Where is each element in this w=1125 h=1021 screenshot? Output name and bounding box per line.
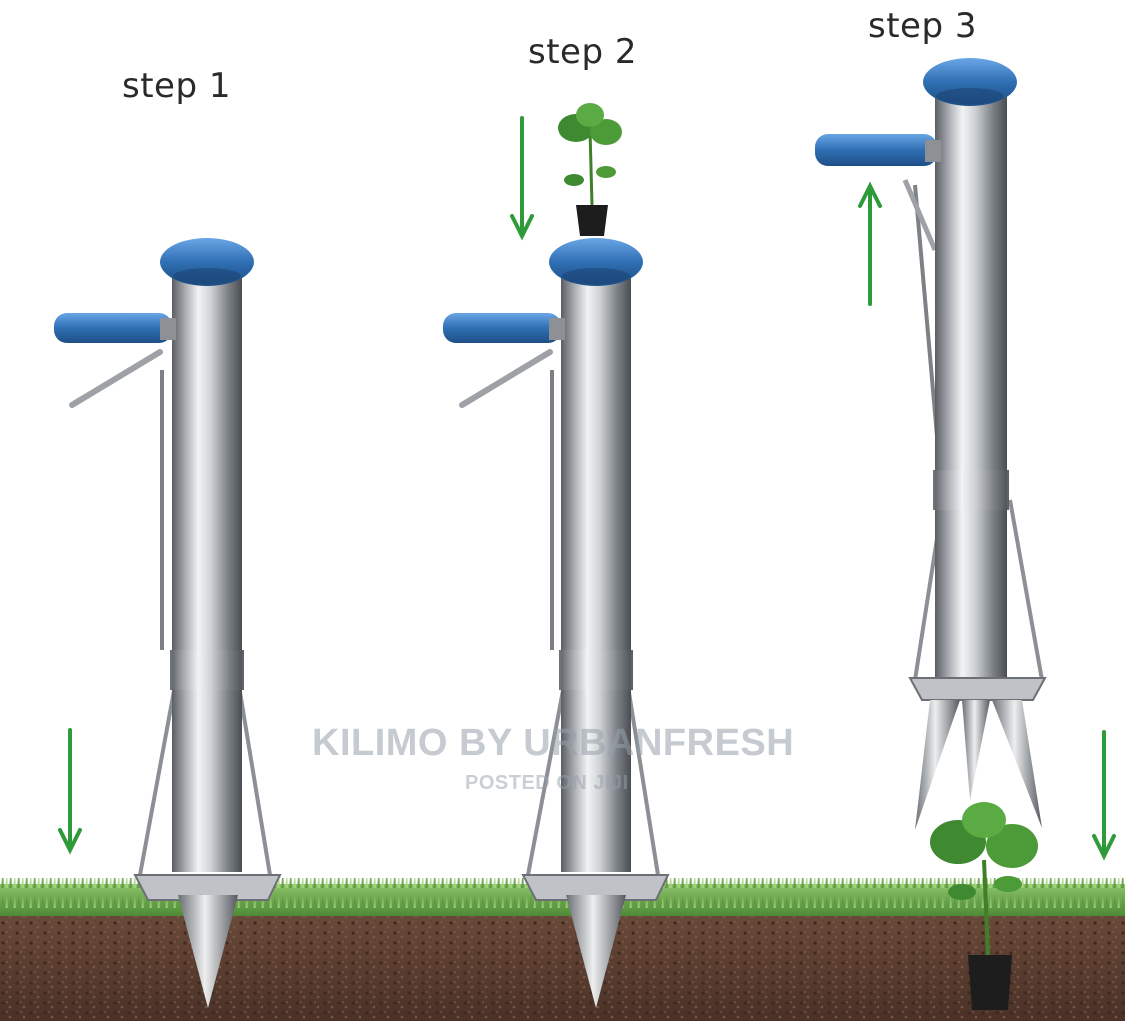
seedling-leaf bbox=[948, 884, 976, 900]
side-rod bbox=[526, 679, 567, 876]
handle-grip bbox=[54, 313, 172, 343]
planted-seedling bbox=[930, 802, 1038, 1010]
side-rod bbox=[236, 679, 272, 876]
trigger-lever bbox=[459, 349, 553, 408]
steel-cone bbox=[178, 895, 238, 1008]
planter-step-2 bbox=[443, 103, 670, 1008]
handle-grip bbox=[443, 313, 561, 343]
seedling-stem bbox=[588, 129, 594, 206]
handle-mount bbox=[160, 318, 176, 340]
seedling-leaf bbox=[994, 876, 1022, 892]
seedling-stem bbox=[982, 859, 990, 956]
seedling-leaf bbox=[596, 166, 616, 178]
seedling-leaf bbox=[576, 103, 604, 127]
jaw-bracket bbox=[908, 677, 1047, 701]
down-arrow-icon bbox=[1092, 730, 1116, 861]
tube-collar bbox=[559, 650, 633, 690]
seedling-pot bbox=[576, 205, 608, 236]
up-arrow-icon bbox=[858, 181, 882, 306]
handle-grip bbox=[815, 134, 937, 166]
seedling-leaf bbox=[590, 119, 622, 145]
steel-tube bbox=[935, 95, 1007, 695]
seedling-leaf bbox=[986, 824, 1038, 868]
down-arrow-icon bbox=[58, 728, 82, 855]
seedling-leaf bbox=[962, 802, 1006, 838]
side-rod bbox=[625, 679, 660, 876]
planter-step-3 bbox=[815, 58, 1047, 1010]
side-rod bbox=[1008, 499, 1044, 681]
jaw-bracket bbox=[133, 874, 282, 901]
tube-collar bbox=[933, 470, 1009, 510]
link-rod bbox=[902, 179, 938, 251]
seedling-leaf bbox=[564, 174, 584, 186]
steel-tube bbox=[561, 272, 631, 872]
trigger-lever bbox=[69, 349, 163, 408]
steel-cone bbox=[566, 895, 626, 1008]
jaw-bracket bbox=[521, 874, 670, 901]
down-arrow-icon bbox=[510, 116, 534, 241]
cap-rim bbox=[562, 268, 630, 284]
cap-rim bbox=[173, 268, 241, 284]
watermark-subtitle: POSTED ON JIJI bbox=[465, 772, 629, 794]
open-jaw bbox=[992, 700, 1042, 828]
seedling-pot bbox=[968, 955, 1012, 1010]
handle-mount bbox=[925, 140, 941, 162]
cap-rim bbox=[936, 88, 1004, 104]
handle-mount bbox=[549, 318, 565, 340]
tube-collar bbox=[170, 650, 244, 690]
open-jaw bbox=[915, 700, 960, 830]
step-1-label: step 1 bbox=[122, 66, 231, 106]
arrows bbox=[58, 116, 1116, 861]
step-2-label: step 2 bbox=[528, 32, 637, 72]
side-rod bbox=[138, 679, 178, 876]
step-3-label: step 3 bbox=[868, 6, 977, 46]
watermark-title: KILIMO BY URBANFRESH bbox=[312, 722, 795, 764]
soil-texture bbox=[0, 910, 1125, 1021]
seedling bbox=[558, 103, 622, 236]
steel-tube bbox=[172, 272, 242, 872]
open-jaw bbox=[962, 700, 990, 800]
planter-step-1 bbox=[54, 238, 282, 1008]
